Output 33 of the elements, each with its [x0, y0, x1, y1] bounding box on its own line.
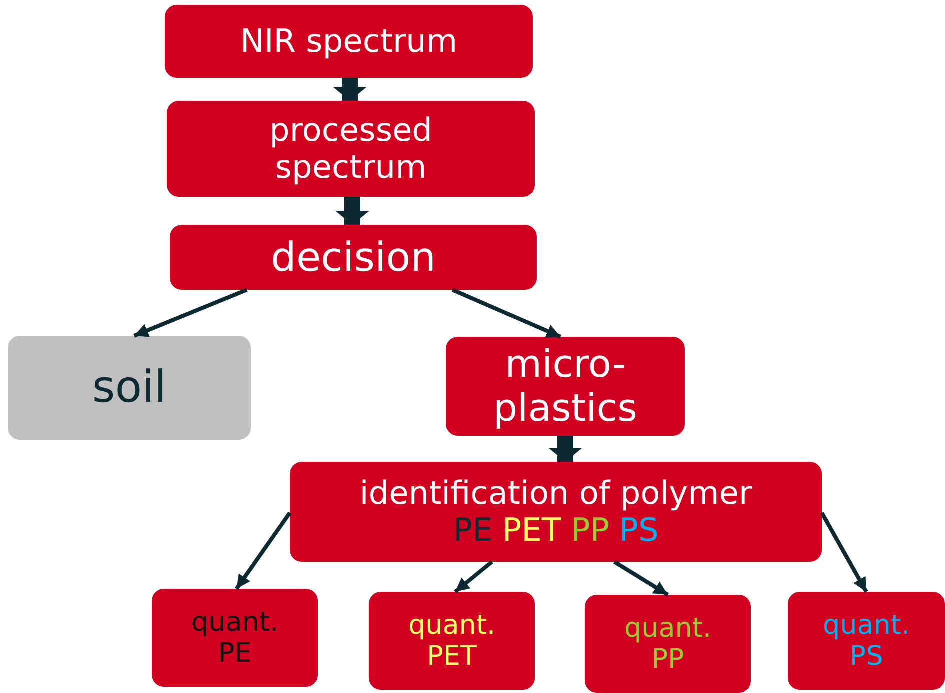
arrow: [548, 436, 582, 462]
node-label: quant. PS: [822, 610, 912, 672]
node-label: processed spectrum: [268, 112, 434, 186]
node-label: NIR spectrum: [239, 23, 459, 60]
node-label: soil: [91, 362, 168, 414]
arrow: [333, 78, 367, 101]
process-box: [167, 101, 535, 197]
node-label: quant. PP: [623, 612, 713, 676]
node-label: identification of polymer: [358, 475, 754, 512]
process-box: [165, 5, 533, 78]
arrow: [336, 197, 370, 225]
arrow: [452, 288, 562, 339]
node-label: quant. PE: [190, 606, 280, 670]
process-box: [585, 595, 751, 693]
arrow: [235, 512, 292, 590]
arrow: [454, 560, 494, 594]
process-box: [152, 589, 318, 687]
arrow: [134, 288, 248, 338]
node-label: decision: [270, 234, 437, 280]
polymer-label: PE: [453, 512, 493, 549]
arrow: [613, 560, 670, 597]
polymer-label: PP: [570, 512, 610, 549]
process-box: [290, 462, 822, 562]
process-box: [170, 225, 537, 290]
process-box: [369, 592, 535, 690]
polymer-label: PS: [619, 512, 659, 549]
node-label: quant. PET: [407, 610, 497, 672]
node-label: micro-plastics: [492, 342, 638, 430]
polymer-label: PET: [502, 512, 562, 549]
process-box: [446, 337, 685, 436]
category-box: [8, 336, 251, 440]
arrow: [820, 512, 868, 593]
process-box: [788, 592, 945, 690]
